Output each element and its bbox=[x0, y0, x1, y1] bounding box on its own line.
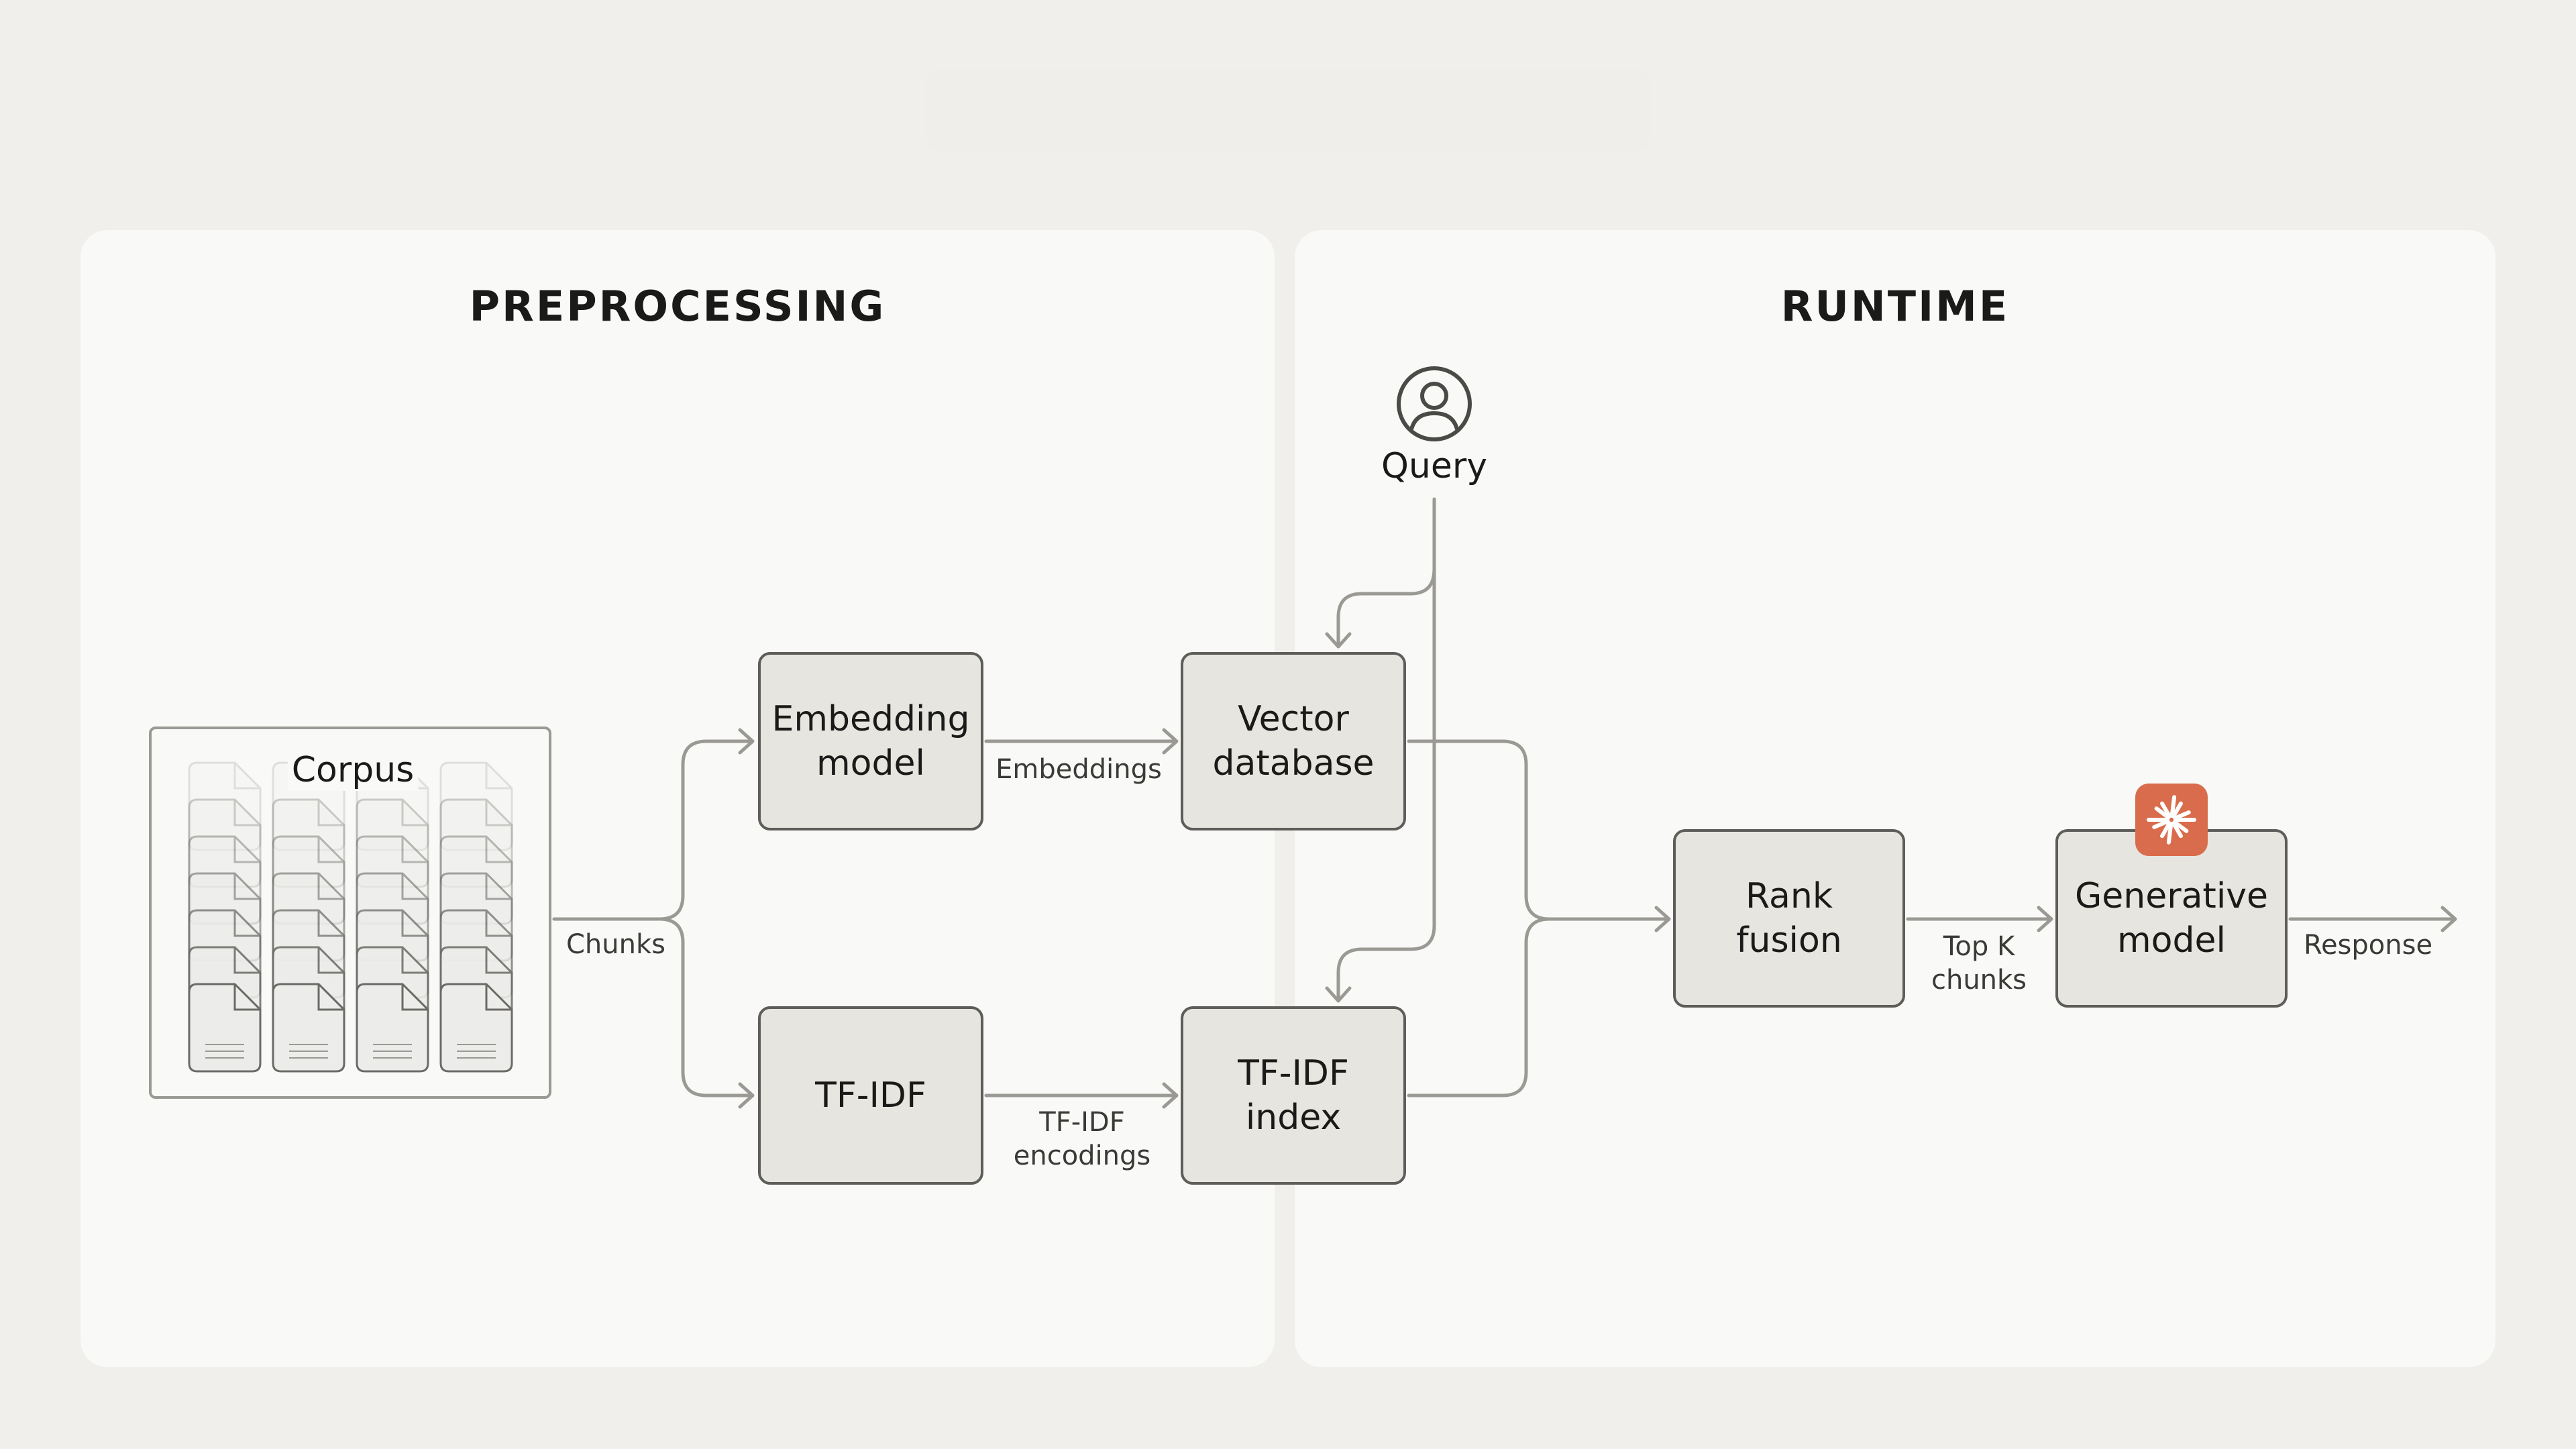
tfidf-node: TF-IDF bbox=[758, 1006, 983, 1185]
corpus-label: Corpus bbox=[287, 749, 419, 791]
query-label: Query bbox=[1381, 446, 1488, 486]
rank-fusion-node: Rank fusion bbox=[1673, 829, 1905, 1008]
tfidf-encodings-connector bbox=[984, 1082, 1179, 1109]
claude-starburst-icon bbox=[2135, 784, 2208, 856]
runtime-title: RUNTIME bbox=[1780, 282, 2010, 331]
vector-database-node: Vector database bbox=[1181, 652, 1406, 830]
embeddings-connector bbox=[984, 728, 1179, 755]
tfidf-index-node: TF-IDF index bbox=[1181, 1006, 1406, 1185]
generative-model-node: Generative model bbox=[2055, 829, 2288, 1008]
embeddings-label: Embeddings bbox=[996, 754, 1162, 785]
starburst-glyph bbox=[2147, 795, 2196, 845]
tfidf-index-to-rank-connector bbox=[1407, 917, 1552, 1097]
vector-to-rank-connector bbox=[1407, 739, 1671, 932]
response-label: Response bbox=[2303, 930, 2433, 961]
chunks-to-embedding-connector bbox=[552, 728, 755, 921]
chunks-to-tfidf-connector bbox=[657, 917, 755, 1109]
user-circle-icon bbox=[1397, 366, 1472, 441]
document-stack-icon bbox=[188, 761, 513, 1073]
embedding-model-node: Embedding model bbox=[758, 652, 983, 830]
top-k-connector bbox=[1906, 906, 2053, 932]
query-connector bbox=[1325, 497, 1436, 1003]
tfidf-encodings-label: TF-IDF encodings bbox=[1013, 1107, 1151, 1171]
runtime-panel bbox=[1295, 230, 2496, 1367]
chunks-label: Chunks bbox=[566, 929, 665, 960]
preprocessing-title: PREPROCESSING bbox=[469, 282, 886, 331]
corpus-box: Corpus bbox=[149, 727, 551, 1099]
faint-header-bar bbox=[926, 70, 1650, 151]
response-connector bbox=[2288, 906, 2457, 932]
top-k-chunks-label: Top K chunks bbox=[1931, 931, 2027, 996]
